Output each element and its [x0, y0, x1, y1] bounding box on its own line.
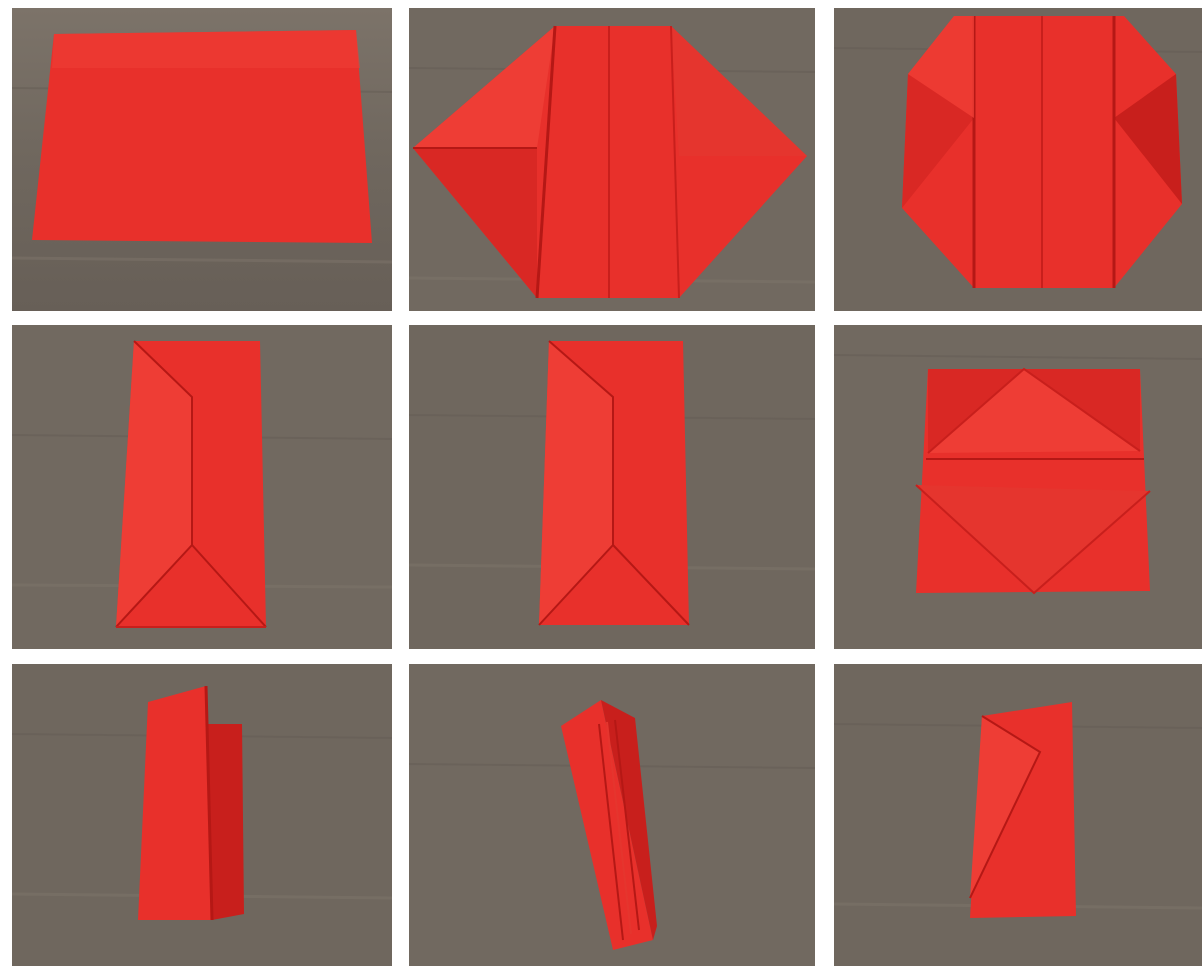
step-6-illustration	[834, 325, 1202, 649]
step-5-illustration	[409, 325, 815, 649]
step-6-photo	[834, 325, 1202, 649]
step-2-illustration	[409, 8, 815, 311]
step-7-illustration	[12, 664, 392, 966]
step-1-photo	[12, 8, 392, 311]
step-5-photo	[409, 325, 815, 649]
step-8-illustration	[409, 664, 815, 966]
step-7-photo	[12, 664, 392, 966]
step-3-illustration	[834, 8, 1202, 311]
step-3-photo	[834, 8, 1202, 311]
step-4-illustration	[12, 325, 392, 649]
step-2-photo	[409, 8, 815, 311]
step-9-photo	[834, 664, 1202, 966]
step-1-illustration	[12, 8, 392, 311]
step-9-illustration	[834, 664, 1202, 966]
step-8-photo	[409, 664, 815, 966]
front-fold-side	[138, 686, 212, 920]
step-4-photo	[12, 325, 392, 649]
